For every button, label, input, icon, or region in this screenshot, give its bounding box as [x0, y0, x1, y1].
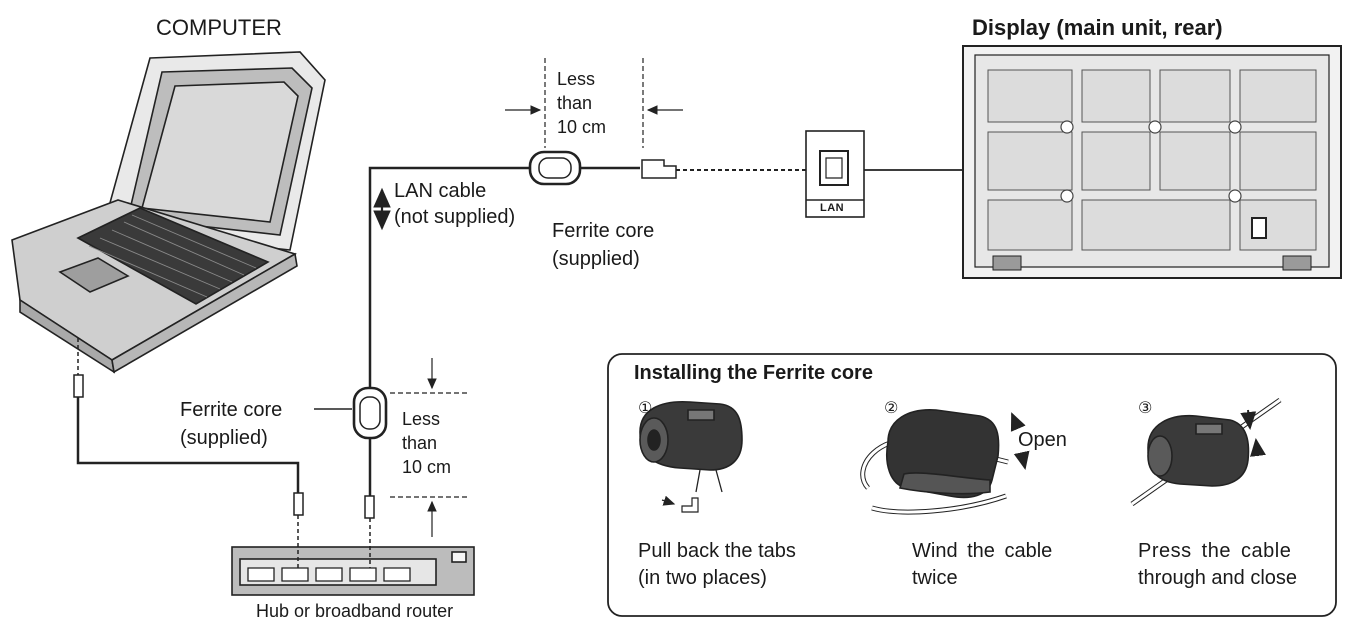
bottom-distance-line1: Less [402, 409, 441, 429]
lan-port-label: LAN [820, 202, 845, 214]
bottom-distance-line2: than [402, 433, 438, 453]
step1-line2: (in two places) [638, 567, 767, 589]
step1-illustration [639, 400, 743, 513]
step3-number: ③ [1138, 400, 1153, 417]
step3-illustration [1130, 397, 1282, 507]
ferrite-core-bottom [352, 386, 388, 440]
step2-number: ② [884, 400, 899, 417]
bottom-distance-line3: 10 cm [402, 457, 452, 477]
top-distance-line2: than [557, 93, 593, 113]
laptop-illustration [11, 51, 326, 374]
step2-line1: Wind the cable [912, 540, 1053, 562]
ferrite-bottom-label: Ferrite core [180, 399, 283, 421]
lan-port [805, 130, 865, 218]
display-rear-illustration [962, 45, 1342, 279]
step2-line2: twice [912, 567, 958, 589]
hub-label: Hub or broadband router [256, 601, 454, 621]
top-distance-line1: Less [557, 69, 596, 89]
lan-cable-note: (not supplied) [394, 206, 516, 228]
lan-cable-label: LAN cable [394, 180, 487, 202]
step2-open-label: Open [1018, 429, 1067, 451]
computer-label: COMPUTER [156, 15, 282, 40]
hub-illustration [231, 546, 475, 596]
step1-number: ① [638, 400, 653, 417]
step2-illustration [860, 409, 1030, 515]
ferrite-bottom-note: (supplied) [180, 427, 268, 449]
bottom-dimension [390, 358, 470, 537]
top-distance-line3: 10 cm [557, 117, 607, 137]
installing-title: Installing the Ferrite core [634, 362, 873, 384]
ferrite-top-note: (supplied) [552, 248, 640, 270]
step3-line2: through and close [1138, 567, 1298, 589]
display-title: Display (main unit, rear) [972, 15, 1223, 40]
step3-line1: Press the cable [1138, 540, 1292, 562]
ferrite-top-label: Ferrite core [552, 220, 655, 242]
top-dimension [505, 58, 683, 148]
step1-line1: Pull back the tabs [638, 540, 796, 562]
ferrite-core-top [528, 150, 582, 186]
